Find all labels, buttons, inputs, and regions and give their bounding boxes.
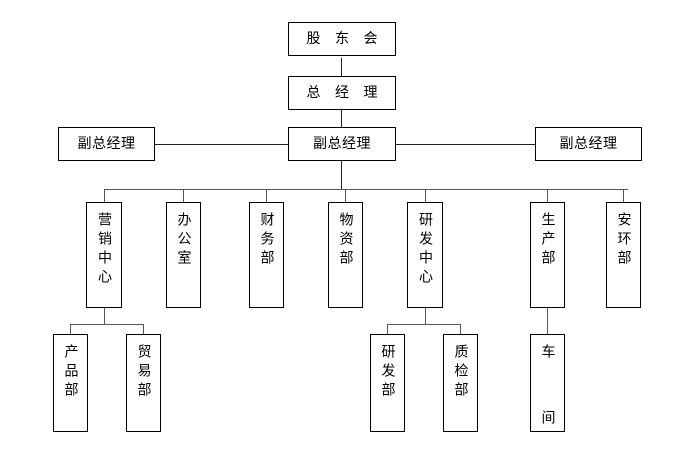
node-label: 研发中心 — [417, 212, 433, 288]
node-safety-environment-department[interactable]: 安环部 — [606, 202, 641, 308]
connector-deputy-center-to-bus — [341, 160, 342, 189]
node-trade-department[interactable]: 贸易部 — [126, 334, 161, 432]
node-label: 股 东 会 — [306, 31, 383, 47]
connector-subbus-to-trade — [143, 324, 144, 334]
node-label: 车 间 — [539, 344, 556, 442]
node-marketing-center[interactable]: 营销中心 — [86, 202, 122, 308]
node-rnd-center[interactable]: 研发中心 — [407, 202, 443, 308]
node-office[interactable]: 办公室 — [166, 202, 201, 308]
node-general-manager[interactable]: 总 经 理 — [288, 76, 396, 110]
node-rnd-department[interactable]: 研发部 — [370, 334, 405, 432]
node-deputy-manager-left[interactable]: 副总经理 — [58, 127, 155, 161]
node-label: 产品部 — [62, 344, 79, 401]
node-label: 生产部 — [539, 212, 556, 269]
node-label: 研发部 — [379, 344, 396, 401]
department-bus-line — [104, 189, 628, 190]
connector-subbus-to-rnd-department — [387, 324, 388, 334]
node-deputy-manager-right[interactable]: 副总经理 — [535, 127, 642, 161]
connector-subbus-to-product — [70, 324, 71, 334]
node-shareholders-meeting[interactable]: 股 东 会 — [288, 22, 396, 56]
node-product-department[interactable]: 产品部 — [53, 334, 88, 432]
node-finance-department[interactable]: 财务部 — [249, 202, 284, 308]
node-label: 副总经理 — [77, 136, 136, 152]
connector-rnd-center-to-subbus — [425, 308, 426, 324]
node-quality-inspection-department[interactable]: 质检部 — [443, 334, 478, 432]
node-materials-department[interactable]: 物资部 — [328, 202, 363, 308]
rnd-sub-bus-line — [387, 324, 461, 325]
node-label: 安环部 — [615, 212, 632, 269]
node-label: 财务部 — [258, 212, 275, 269]
node-label: 贸易部 — [135, 344, 152, 401]
connector-bus-to-materials — [345, 189, 346, 202]
connector-bus-to-marketing-center — [104, 189, 105, 202]
connector-bus-to-finance — [266, 189, 267, 202]
connector-marketing-to-subbus — [104, 308, 105, 324]
node-label: 副总经理 — [313, 136, 371, 152]
connector-shareholders-to-gm — [341, 58, 342, 76]
node-label: 物资部 — [337, 212, 354, 269]
marketing-sub-bus-line — [70, 324, 144, 325]
node-deputy-manager-center[interactable]: 副总经理 — [288, 127, 396, 161]
node-production-department[interactable]: 生产部 — [530, 202, 565, 308]
node-label: 质检部 — [452, 344, 469, 401]
connector-deputy-center-to-right — [396, 144, 535, 145]
connector-production-to-workshop — [547, 308, 548, 334]
connector-bus-to-production — [547, 189, 548, 202]
node-label: 营销中心 — [96, 212, 112, 288]
connector-subbus-to-quality-inspection — [460, 324, 461, 334]
connector-deputy-left-to-center — [155, 144, 288, 145]
connector-bus-to-safety-environment — [623, 189, 624, 202]
connector-bus-to-rnd-center — [425, 189, 426, 202]
connector-gm-to-deputy-center — [341, 110, 342, 127]
node-label: 办公室 — [175, 212, 192, 269]
node-label: 总 经 理 — [306, 85, 383, 101]
node-workshop[interactable]: 车 间 — [530, 334, 565, 442]
connector-bus-to-office — [183, 189, 184, 202]
node-label: 副总经理 — [559, 136, 618, 152]
